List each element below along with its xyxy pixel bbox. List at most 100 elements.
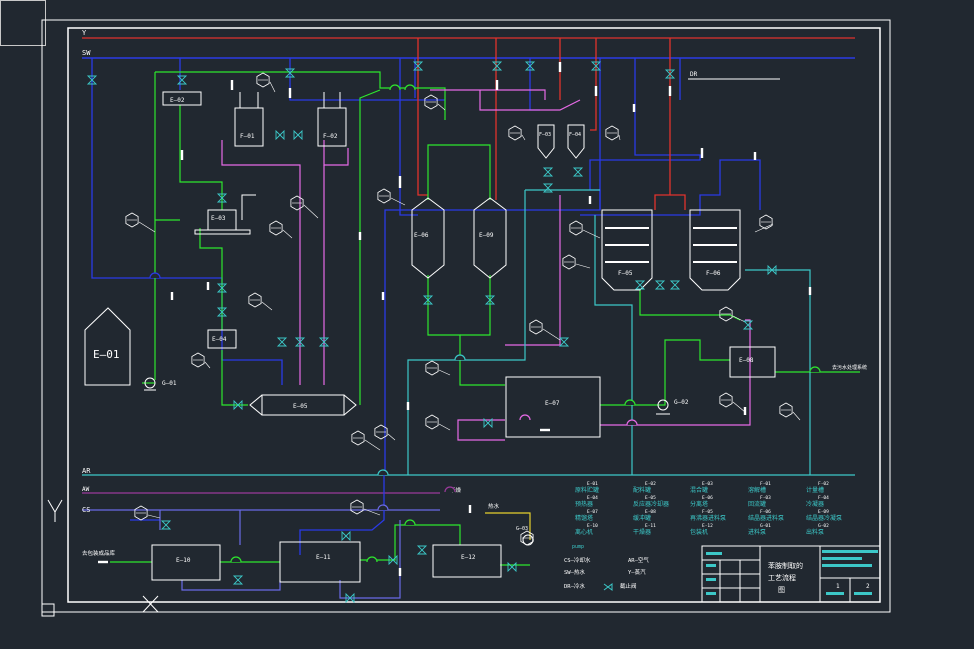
svg-text:F—01: F—01 <box>240 133 255 140</box>
instrument-bubble[interactable] <box>754 214 774 233</box>
valve[interactable] <box>491 61 503 71</box>
equipment-f04[interactable]: F—04 <box>567 124 585 159</box>
valve[interactable] <box>742 320 754 330</box>
valve[interactable] <box>484 295 496 305</box>
valve[interactable] <box>416 545 428 555</box>
valve[interactable] <box>160 520 172 530</box>
valve[interactable] <box>558 337 570 347</box>
equipment-e01[interactable]: E—01 <box>84 307 131 386</box>
valve[interactable] <box>233 399 243 411</box>
valve[interactable] <box>275 129 285 141</box>
equipment-e04[interactable]: E—04 <box>207 329 237 349</box>
instrument-bubble[interactable] <box>290 195 319 219</box>
instrument-bubble[interactable] <box>269 220 293 239</box>
legend-code: F-05 <box>702 509 713 515</box>
instrument-bubble[interactable] <box>529 319 561 341</box>
equipment-f03[interactable]: F—03 <box>537 124 555 159</box>
instrument-bubble[interactable] <box>719 306 746 323</box>
valve[interactable] <box>294 337 306 347</box>
instrument-bubble[interactable] <box>377 188 406 206</box>
equipment-f02[interactable]: F—02 <box>317 92 347 147</box>
valve[interactable] <box>345 592 355 604</box>
valves <box>86 61 777 604</box>
equipment-f05[interactable]: F—05 <box>601 209 653 291</box>
valve[interactable] <box>216 283 228 293</box>
equipment-e08[interactable]: E—08 <box>729 346 776 378</box>
valve[interactable] <box>664 69 676 79</box>
equipment-e07[interactable]: E—07 <box>505 376 601 438</box>
valve[interactable] <box>216 193 228 203</box>
pump-g01[interactable]: G—01 <box>144 377 177 391</box>
instrument-bubble[interactable] <box>134 505 161 521</box>
valve[interactable] <box>654 280 666 290</box>
valve[interactable] <box>318 337 330 347</box>
valve[interactable] <box>572 167 584 177</box>
equipment-f01[interactable]: F—01 <box>234 92 264 147</box>
instrument-bubble[interactable] <box>125 212 156 233</box>
valve[interactable] <box>216 307 228 317</box>
instrument-bubble[interactable] <box>350 499 381 516</box>
svg-text:E—06: E—06 <box>414 232 429 239</box>
equipment-e03[interactable]: E—03 <box>194 194 256 235</box>
instrument-bubble[interactable] <box>425 360 451 376</box>
pump-g02[interactable]: G—02 <box>656 399 689 415</box>
valve[interactable] <box>276 337 288 347</box>
valve[interactable] <box>524 61 536 71</box>
valve[interactable] <box>412 61 424 71</box>
valve[interactable] <box>542 183 554 193</box>
legend-name: 结晶器进料泵 <box>748 514 784 522</box>
svg-text:E—01: E—01 <box>93 348 120 361</box>
svg-text:F—04: F—04 <box>569 132 581 138</box>
sheet-total: 2 <box>866 583 870 590</box>
valve[interactable] <box>388 554 398 566</box>
equipment-e06-b[interactable]: E—09 <box>473 197 507 279</box>
equipment-e10[interactable]: E—10 <box>151 544 221 581</box>
instrument-bubble[interactable] <box>569 220 601 239</box>
instrument-bubble[interactable] <box>351 430 381 451</box>
legend-name: 溶解槽 <box>748 486 766 494</box>
instrument-bubble[interactable] <box>508 125 526 141</box>
valve[interactable] <box>483 417 493 429</box>
instrument-bubble[interactable] <box>191 352 211 369</box>
instrument-bubble[interactable] <box>779 402 801 421</box>
sheet-number: 1 <box>836 583 840 590</box>
equipment-e05[interactable]: E—05 <box>249 394 357 416</box>
y-axis-glyph <box>47 499 63 513</box>
svg-text:E—02: E—02 <box>170 97 185 104</box>
instrument-bubble[interactable] <box>425 414 451 431</box>
instrument-bubble[interactable] <box>256 72 276 93</box>
valve[interactable] <box>507 561 517 573</box>
valve[interactable] <box>176 75 188 85</box>
valve[interactable] <box>590 61 602 71</box>
valve[interactable] <box>767 264 777 276</box>
instrument-bubble[interactable] <box>374 424 396 441</box>
valve[interactable] <box>422 295 434 305</box>
instrument-bubble[interactable] <box>605 125 621 141</box>
equipment-e12[interactable]: E—12 <box>432 544 502 578</box>
instrument-bubble[interactable] <box>520 530 534 546</box>
valve[interactable] <box>293 129 303 141</box>
valve[interactable] <box>542 167 554 177</box>
instrument-bubble[interactable] <box>562 254 591 270</box>
svg-text:Y—蒸汽: Y—蒸汽 <box>628 568 646 576</box>
equipment-f06[interactable]: F—06 <box>689 209 741 291</box>
valve[interactable] <box>86 75 98 85</box>
valve[interactable] <box>669 280 681 290</box>
svg-text:AR—空气: AR—空气 <box>628 556 649 564</box>
title-line-1: 苯胺制取的 <box>768 561 803 570</box>
valve[interactable] <box>284 68 296 78</box>
equipment-e02[interactable]: E—02 <box>162 91 202 106</box>
legend-name: 配料罐 <box>633 486 651 494</box>
instrument-bubble[interactable] <box>719 392 746 413</box>
equipment-e11[interactable]: E—11 <box>279 541 361 583</box>
instrument-bubble[interactable] <box>248 292 273 311</box>
valve[interactable] <box>232 575 244 585</box>
valve[interactable] <box>341 530 351 542</box>
equipment-e06-a[interactable]: E—06 <box>411 197 445 279</box>
valve[interactable] <box>634 280 646 290</box>
instrument-bubble[interactable] <box>424 94 446 111</box>
